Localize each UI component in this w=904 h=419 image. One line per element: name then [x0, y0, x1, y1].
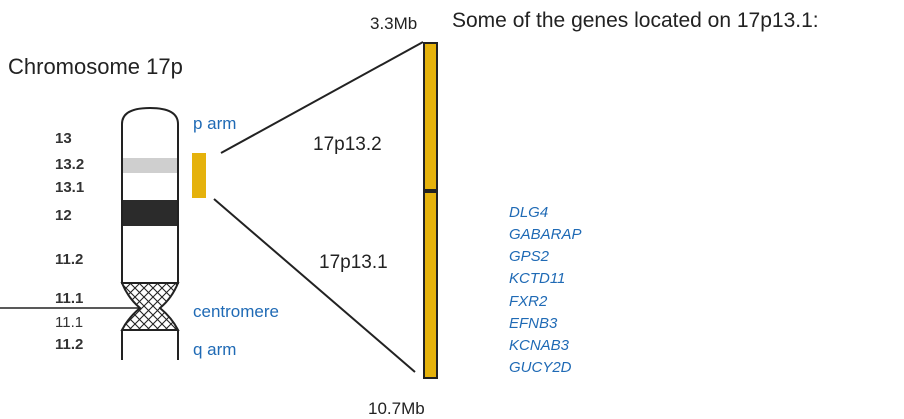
zoom-bar-lower: [423, 191, 438, 379]
q-arm-label: q arm: [193, 340, 237, 359]
gene-name: GUCY2D: [509, 359, 572, 376]
chromosome-title: Chromosome 17p: [8, 54, 183, 79]
band-label: 11.2: [55, 251, 84, 268]
gene-name: KCTD11: [509, 270, 566, 287]
region-label-17p13-1: 17p13.1: [319, 252, 388, 273]
band-label: 13.1: [55, 179, 85, 196]
band-label: 11.1: [55, 290, 84, 307]
band-label: 13: [55, 130, 72, 147]
gene-name: KCNAB3: [509, 337, 570, 354]
bottom-marker-label: 10.7Mb: [368, 399, 425, 418]
band-label: 12: [55, 207, 72, 224]
gene-name: GPS2: [509, 248, 550, 265]
band-label: 11.1: [55, 314, 84, 331]
centromere-label: centromere: [193, 302, 279, 321]
chromosome-q-arm: [121, 330, 179, 360]
band-label: 11.2: [55, 336, 84, 353]
zoom-bar-upper: [423, 42, 438, 191]
centromere-region: [120, 282, 180, 331]
gene-name: EFNB3: [509, 315, 558, 332]
gene-name: FXR2: [509, 293, 548, 310]
band-label: 13.2: [55, 156, 85, 173]
region-label-17p13-2: 17p13.2: [313, 134, 382, 155]
band-12: [123, 200, 177, 226]
gene-list-heading: Some of the genes located on 17p13.1:: [452, 9, 819, 32]
gene-name: GABARAP: [509, 226, 582, 243]
zoom-line-top: [220, 41, 424, 154]
band-13-2: [123, 158, 177, 173]
top-marker-label: 3.3Mb: [370, 14, 418, 33]
p-arm-label: p arm: [193, 114, 237, 133]
zoom-line-bottom: [213, 198, 416, 373]
gene-name: DLG4: [509, 204, 549, 221]
chromosome-p-arm: [121, 106, 179, 284]
highlight-region-small: [192, 153, 206, 198]
